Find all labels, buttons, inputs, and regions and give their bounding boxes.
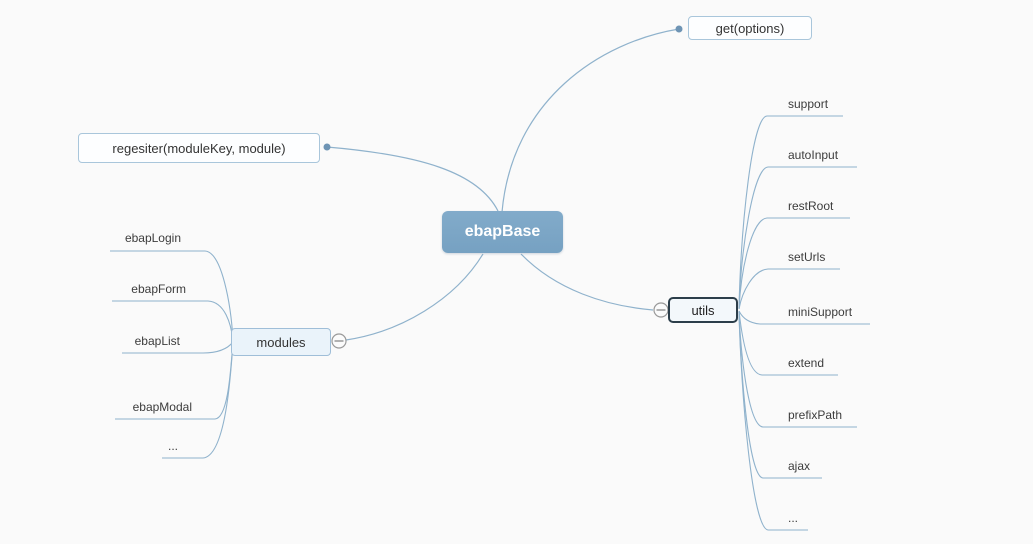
connector-utils-ellipsis [738, 311, 808, 531]
mindmap-node-prefixpath[interactable]: prefixPath [788, 408, 843, 422]
mindmap-root-ebapbase[interactable]: ebapBase [442, 211, 563, 253]
connector-modules-ebaplogin [110, 250, 234, 341]
mindmap-node-utils[interactable]: utils [668, 297, 738, 323]
connector-utils-minisupport [738, 310, 870, 325]
connector-utils-ajax [738, 311, 822, 479]
connector-dot-register [323, 143, 331, 151]
mindmap-node-ebapform[interactable]: ebapForm [131, 282, 186, 296]
mindmap-node-autoinput[interactable]: autoInput [788, 148, 839, 162]
mindmap-node-restroot[interactable]: restRoot [788, 199, 834, 213]
connector-utils-restroot [738, 217, 850, 310]
mindmap-node-get-options[interactable]: get(options) [688, 16, 812, 40]
mindmap-node-ebaplist[interactable]: ebapList [134, 334, 180, 348]
mindmap-node-seturls[interactable]: setUrls [788, 250, 826, 264]
mindmap-node-ebaplogin[interactable]: ebapLogin [124, 231, 181, 245]
mindmap-node-ebapmodal[interactable]: ebapModal [132, 400, 192, 414]
connector-root-utils [520, 253, 654, 311]
connector-root-get [501, 28, 680, 213]
connector-utils-support [738, 115, 843, 309]
connector-root-modules [345, 253, 484, 341]
mindmap-node-ajax[interactable]: ajax [788, 459, 811, 473]
mindmap-node-extend[interactable]: extend [788, 356, 825, 370]
mindmap-node-support[interactable]: support [788, 97, 829, 111]
connector-utils-seturls [738, 268, 840, 310]
mindmap-node-modules-ellipsis[interactable]: ... [167, 439, 178, 453]
connector-modules-ellipsis [162, 341, 234, 459]
connector-dot-get [675, 25, 683, 33]
mindmap-node-minisupport[interactable]: miniSupport [788, 305, 853, 319]
mindmap-node-register[interactable]: regesiter(moduleKey, module) [78, 133, 320, 163]
collapse-toggle-utils[interactable] [653, 302, 669, 318]
mindmap-node-modules[interactable]: modules [231, 328, 331, 356]
mindmap-node-utils-ellipsis[interactable]: ... [788, 511, 799, 525]
connector-utils-extend [738, 310, 838, 376]
connector-root-register [326, 146, 499, 212]
connector-utils-autoinput [738, 166, 857, 309]
collapse-toggle-modules[interactable] [331, 333, 347, 349]
